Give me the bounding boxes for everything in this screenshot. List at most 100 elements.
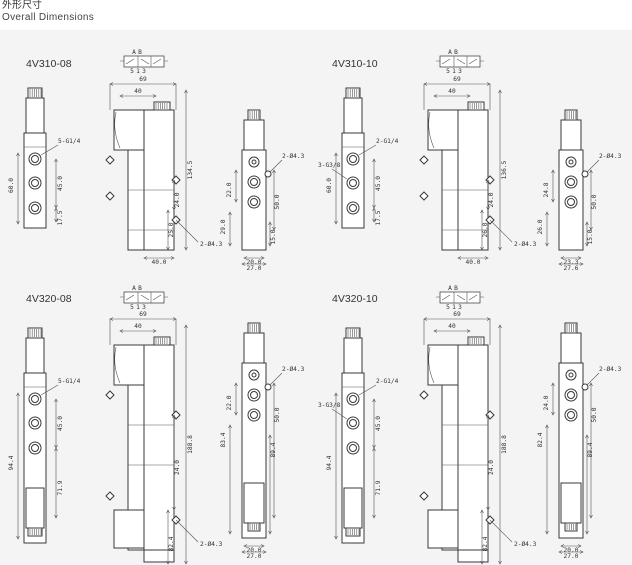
middle-hole-label: 2-Ø4.3 (200, 240, 223, 248)
middle-dim-b: 26.0 (482, 222, 489, 237)
symbol-arrow (140, 294, 150, 301)
model-title-1: 4V310-08 (26, 58, 72, 70)
middle-dim-width-top: 69 (453, 311, 461, 318)
dim-arrow (241, 550, 246, 554)
symbol-port-label: A (448, 49, 452, 56)
dim-arrow (234, 198, 238, 203)
port-inner (567, 198, 575, 206)
lower-coil-housing (560, 482, 582, 524)
mount-hole-inner (251, 372, 257, 378)
front-dim-total: 94.4 (8, 455, 15, 470)
dim-arrow (480, 509, 484, 514)
side-dim-wb: 27.6 (564, 265, 579, 272)
connector-housing (427, 109, 459, 151)
coil-cap (153, 336, 171, 346)
leader-line (331, 408, 348, 420)
solenoid-base (127, 384, 145, 551)
dim-arrow (16, 392, 20, 397)
dim-arrow (498, 324, 502, 329)
side-dim-wa: 23.3 (564, 259, 579, 266)
dim-arrow (589, 382, 593, 387)
middle-dim-a: 24.0 (488, 192, 495, 207)
dim-arrow (272, 226, 276, 231)
dim-arrow (54, 447, 58, 452)
side-dim-b: 50.0 (274, 194, 281, 209)
dim-arrow (334, 535, 338, 540)
dim-arrow (54, 398, 58, 403)
dim-arrow (577, 544, 582, 548)
symbol-port-label: 3 (142, 68, 146, 75)
symbol-arrow (441, 58, 451, 65)
middle-dim-width-inner: 40 (448, 88, 456, 95)
front-dim-mid: 45.0 (375, 416, 382, 431)
dim-arrow (560, 256, 565, 260)
dim-arrow (172, 206, 176, 211)
lower-coil-cap (27, 527, 43, 537)
symbol-port-label: B (138, 285, 142, 292)
middle-hole-label: 2-Ø4.3 (514, 240, 537, 248)
front-dim-low: 71.9 (57, 480, 64, 495)
front-port-label: 5-G1/4 (58, 378, 81, 385)
dim-arrow (172, 414, 176, 419)
front-port-label: 2-G1/4 (376, 378, 399, 385)
front-dim-total: 60.0 (326, 178, 333, 193)
lower-coil-cap (143, 549, 175, 563)
front-dim-low: 71.9 (375, 480, 382, 495)
dim-arrow (228, 211, 232, 216)
symbol-port-label: 5 (130, 68, 134, 75)
dim-arrow (560, 544, 565, 548)
drawing-panel (0, 30, 632, 565)
dim-arrow (585, 530, 589, 535)
solenoid-base (127, 149, 145, 251)
header-title-en: Overall Dimensions (2, 12, 95, 23)
dim-arrow (54, 158, 58, 163)
middle-dim-b: 25.0 (168, 222, 175, 237)
dim-arrow (268, 221, 272, 226)
front-view: 2-G1/43-G3/845.060.017.5 (318, 87, 399, 229)
mount-hole-inner (568, 372, 574, 378)
symbol-port-label: 1 (136, 68, 140, 75)
dim-arrow (558, 262, 563, 266)
middle-dim-width-inner: 40 (448, 323, 456, 330)
port-inner (349, 204, 357, 212)
dim-arrow (16, 220, 20, 225)
symbol-port-label: A (448, 285, 452, 292)
dim-arrow (498, 246, 502, 251)
valve-symbol (439, 291, 481, 304)
dim-arrow (372, 207, 376, 212)
coil-housing (25, 97, 45, 134)
dim-arrow (545, 530, 549, 535)
front-view: 5-G1/445.094.471.9 (8, 327, 81, 544)
dim-arrow (54, 207, 58, 212)
dim-arrow (119, 329, 124, 333)
dim-arrow (486, 506, 490, 511)
front-port-label: 5-G1/4 (58, 138, 81, 145)
valve-body (143, 344, 175, 551)
side-dim-a: 22.0 (226, 395, 233, 410)
symbol-arrow (456, 294, 466, 301)
middle-dim-b: 82.4 (482, 536, 489, 551)
connector-cable (114, 111, 121, 149)
leader-line (586, 372, 600, 386)
side-dim-d: 15.0 (270, 229, 277, 244)
side-dim-d: 15.0 (587, 229, 594, 244)
dim-arrow (243, 544, 248, 548)
symbol-port-label: 3 (458, 68, 462, 75)
middle-dim-a: 24.0 (174, 460, 181, 475)
dim-arrow (262, 550, 267, 554)
leader-line (331, 168, 348, 180)
middle-dim-width-top: 69 (139, 76, 147, 83)
dim-arrow (480, 246, 484, 251)
dim-arrow (589, 169, 593, 174)
dim-arrow (466, 329, 471, 333)
mount-screw (105, 491, 115, 501)
side-hole-label: 2-Ø4.3 (599, 365, 622, 373)
port-inner (567, 178, 575, 186)
side-view: 2-Ø4.322.050.083.489.420.027.0 (220, 322, 305, 560)
front-dim-low: 17.5 (57, 210, 64, 225)
dim-arrow (166, 246, 170, 251)
